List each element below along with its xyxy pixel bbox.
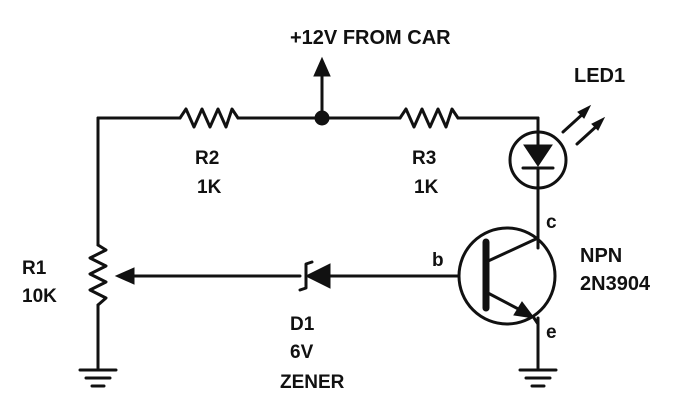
supply-arrow — [313, 56, 331, 120]
zener-diode-symbol — [298, 260, 331, 292]
d1-name: D1 — [290, 314, 315, 335]
top-wires — [96, 116, 540, 247]
base-pin-label: b — [432, 250, 444, 271]
ground-symbol-left — [78, 368, 118, 388]
emitter-pin-label: e — [546, 322, 557, 343]
led-light-arrows — [561, 104, 606, 146]
led-symbol — [508, 116, 568, 190]
r2-name: R2 — [195, 148, 219, 169]
r1-value: 10K — [22, 286, 57, 307]
base-wire — [114, 267, 461, 285]
r1-potentiometer — [88, 243, 108, 307]
r2-value: 1K — [197, 177, 222, 198]
led-label: LED1 — [574, 65, 625, 87]
r3-name: R3 — [412, 148, 436, 169]
supply-label: +12V FROM CAR — [290, 27, 451, 49]
npn-transistor-symbol — [457, 226, 557, 370]
r3-value: 1K — [414, 177, 439, 198]
r1-name: R1 — [22, 258, 47, 279]
transistor-part: 2N3904 — [580, 273, 651, 295]
r2-resistor — [178, 107, 240, 129]
r3-resistor — [398, 107, 460, 129]
collector-pin-label: c — [546, 212, 557, 233]
d1-voltage: 6V — [290, 342, 314, 363]
d1-type: ZENER — [280, 372, 345, 393]
transistor-type: NPN — [580, 245, 622, 267]
ground-symbol-right — [518, 368, 558, 388]
